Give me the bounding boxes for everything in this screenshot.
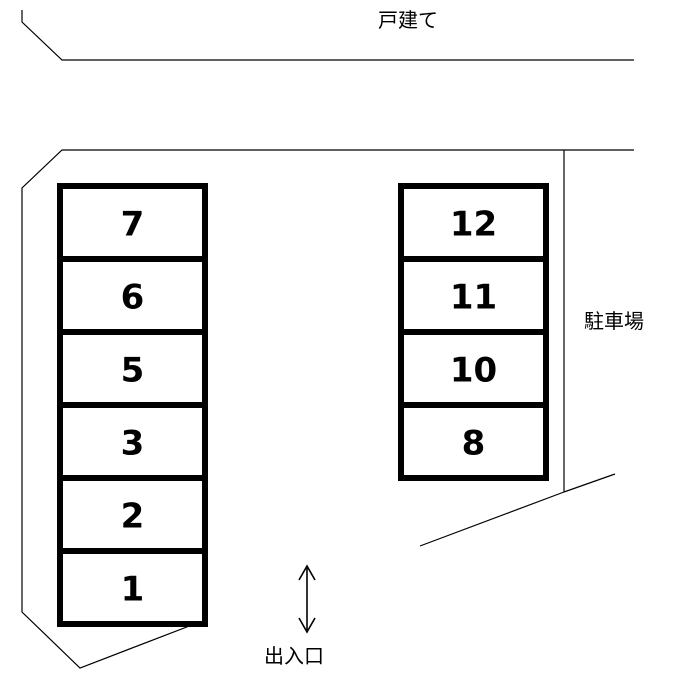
- left-slot-1: 1: [57, 548, 208, 627]
- slot-box: [57, 548, 208, 627]
- slot-box: [57, 329, 208, 408]
- slot-number: 8: [462, 424, 486, 464]
- left-slot-column: 7 6 5 3 2 1: [57, 183, 208, 627]
- left-slot-6: 6: [57, 256, 208, 335]
- slot-box: [57, 256, 208, 335]
- lot-boundary-diagonal-upper: [563, 473, 616, 493]
- right-slot-12: 12: [398, 183, 549, 262]
- left-slot-2: 2: [57, 475, 208, 554]
- right-slot-8: 8: [398, 402, 549, 481]
- entrance-label: 出入口: [264, 644, 324, 668]
- house-boundary-line: [21, 10, 634, 61]
- slot-box: [57, 183, 208, 262]
- left-slot-7: 7: [57, 183, 208, 262]
- parking-label: 駐車場: [584, 309, 644, 333]
- slot-number: 11: [450, 278, 497, 318]
- slot-number: 12: [450, 205, 497, 245]
- right-slot-column: 12 11 10 8: [398, 183, 549, 481]
- left-slot-3: 3: [57, 402, 208, 481]
- lot-boundary-left: [21, 149, 634, 669]
- slot-box: [398, 402, 549, 481]
- slot-box: [398, 329, 549, 408]
- slot-number: 5: [121, 351, 145, 391]
- right-slot-10: 10: [398, 329, 549, 408]
- house-label: 戸建て: [378, 8, 438, 32]
- lot-boundary-diagonal-lower: [419, 491, 565, 547]
- slot-number: 7: [121, 205, 145, 245]
- slot-number: 10: [450, 351, 497, 391]
- slot-box: [398, 183, 549, 262]
- entrance-arrow-icon: [298, 564, 316, 634]
- slot-number: 3: [121, 424, 145, 464]
- left-slot-5: 5: [57, 329, 208, 408]
- slot-box: [398, 256, 549, 335]
- slot-number: 6: [121, 278, 145, 318]
- right-slot-11: 11: [398, 256, 549, 335]
- slot-number: 2: [121, 497, 145, 537]
- slot-number: 1: [121, 570, 145, 610]
